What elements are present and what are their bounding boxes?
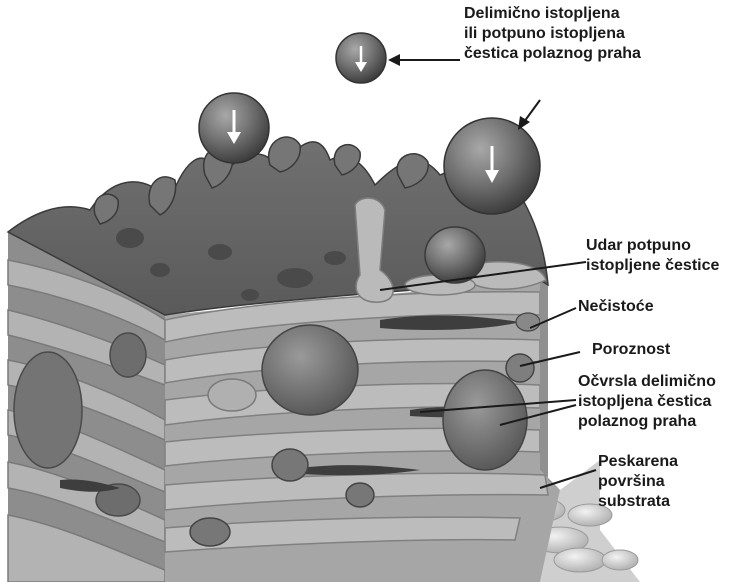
leader-particle-small-head	[388, 54, 400, 66]
label-line: površina	[598, 472, 678, 492]
label-solidified-particle: Očvrsla delimično istopljena čestica pol…	[578, 372, 716, 432]
label-line: substrata	[598, 492, 678, 512]
label-blasted-substrate: Peskarena površina substrata	[598, 452, 678, 512]
falling-particle-medium	[199, 93, 269, 163]
label-line: Nečistoće	[578, 297, 654, 317]
label-impurities: Nečistoće	[578, 297, 654, 317]
label-line: Udar potpuno	[586, 236, 719, 256]
label-line: istopljene čestice	[586, 256, 719, 276]
coating-right-edge	[540, 280, 560, 490]
label-line: istopljena čestica	[578, 392, 716, 412]
leader-particle-large	[524, 100, 540, 122]
label-line: polaznog praha	[578, 412, 716, 432]
label-line: Delimično istopljena	[464, 4, 641, 24]
label-porosity: Poroznost	[592, 340, 670, 360]
label-line: čestica polaznog praha	[464, 44, 641, 64]
label-line: Očvrsla delimično	[578, 372, 716, 392]
label-line: ili potpuno istopljena	[464, 24, 641, 44]
label-partially-melted-particle: Delimično istopljena ili potpuno istoplj…	[464, 4, 641, 64]
falling-particle-small	[336, 33, 386, 83]
label-line: Poroznost	[592, 340, 670, 360]
leader-particle-large-head	[518, 116, 530, 130]
falling-particle-large	[444, 118, 540, 214]
label-line: Peskarena	[598, 452, 678, 472]
label-impact-fully-melted: Udar potpuno istopljene čestice	[586, 236, 719, 276]
